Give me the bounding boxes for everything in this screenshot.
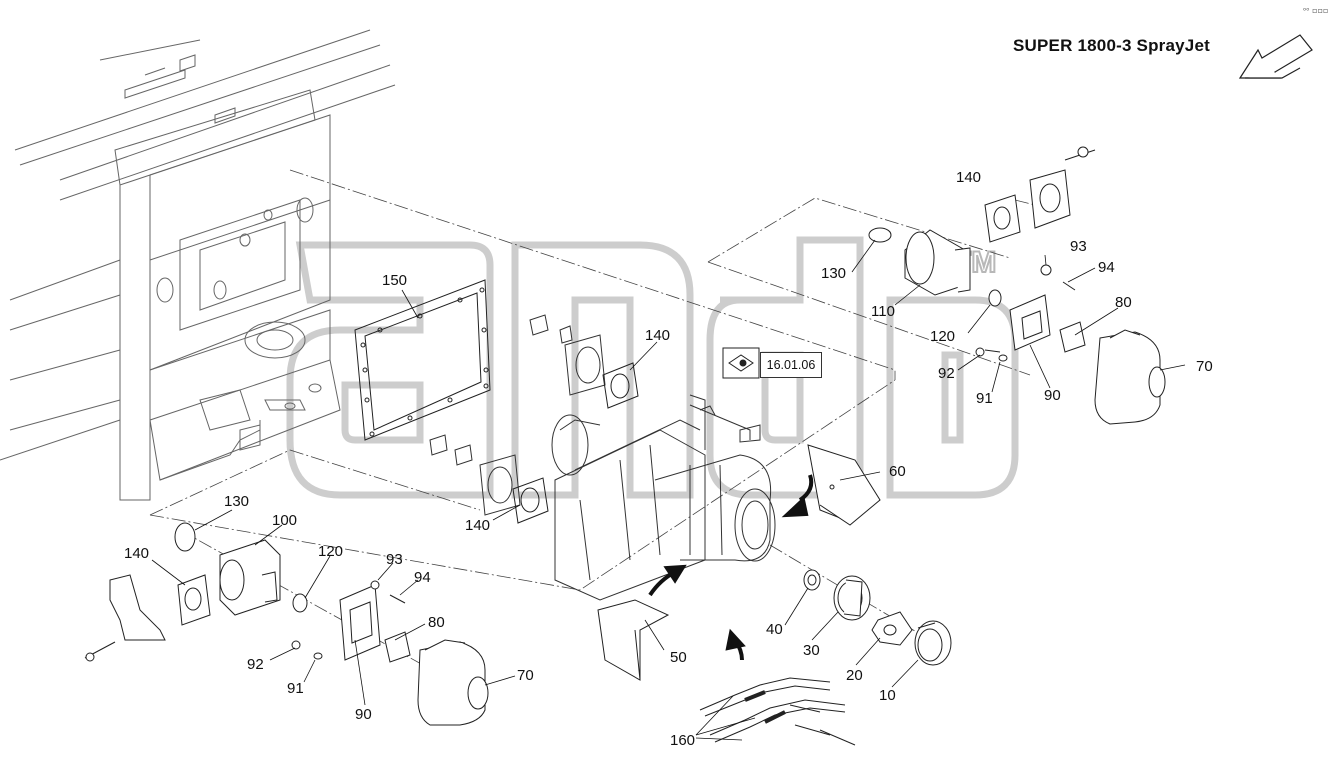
callout-120-left: 120 — [318, 543, 343, 560]
valve-assembly-upper — [868, 146, 1166, 425]
callout-70-top: 70 — [1196, 358, 1213, 375]
callout-140-mid: 140 — [645, 327, 670, 344]
gasket-140-center — [512, 362, 639, 524]
callout-120-top: 120 — [930, 328, 955, 345]
pump-housing — [429, 314, 776, 601]
callout-90-top: 90 — [1044, 387, 1061, 404]
cover-plate-60 — [807, 444, 881, 526]
callout-93-left: 93 — [386, 551, 403, 568]
view-reference-box — [722, 347, 760, 379]
callout-92-top: 92 — [938, 365, 955, 382]
reference-date: 16.01.06 — [760, 352, 822, 378]
callout-90-left: 90 — [355, 706, 372, 723]
coupling-parts — [803, 569, 952, 666]
callout-140-left: 140 — [124, 545, 149, 562]
corner-mark: ᵒᵒ ▫▫▫ — [1303, 6, 1329, 15]
callout-10: 10 — [879, 687, 896, 704]
gasket-150 — [354, 279, 491, 441]
callout-91-top: 91 — [976, 390, 993, 407]
callout-150: 150 — [382, 272, 407, 289]
callout-160: 160 — [670, 732, 695, 749]
leader-lines — [151, 239, 1186, 741]
callout-92-left: 92 — [247, 656, 264, 673]
assembly-arrows — [648, 474, 814, 661]
callout-93-top: 93 — [1070, 238, 1087, 255]
valve-assembly-lower — [84, 522, 489, 726]
callout-80-left: 80 — [428, 614, 445, 631]
callout-140-center: 140 — [465, 517, 490, 534]
callout-130-top: 130 — [821, 265, 846, 282]
direction-arrow-icon — [1238, 34, 1313, 79]
callout-50: 50 — [670, 649, 687, 666]
callout-91-left: 91 — [287, 680, 304, 697]
callout-30: 30 — [803, 642, 820, 659]
valve-assembly-upper-fasteners — [975, 264, 1076, 362]
callout-60: 60 — [889, 463, 906, 480]
callout-20: 20 — [846, 667, 863, 684]
callout-94-top: 94 — [1098, 259, 1115, 276]
callout-100: 100 — [272, 512, 297, 529]
callout-94-left: 94 — [414, 569, 431, 586]
callout-110: 110 — [871, 303, 895, 320]
callout-40: 40 — [766, 621, 783, 638]
callout-70-left: 70 — [517, 667, 534, 684]
diagram-title: SUPER 1800-3 SprayJet — [1013, 36, 1210, 55]
sprayer-frame — [0, 29, 396, 501]
hose-assembly-160 — [699, 677, 856, 746]
valve-assembly-lower-fasteners — [291, 580, 406, 660]
callout-80-top: 80 — [1115, 294, 1132, 311]
callout-140-top: 140 — [956, 169, 981, 186]
cover-plate-50 — [597, 599, 670, 681]
callout-130-left: 130 — [224, 493, 249, 510]
